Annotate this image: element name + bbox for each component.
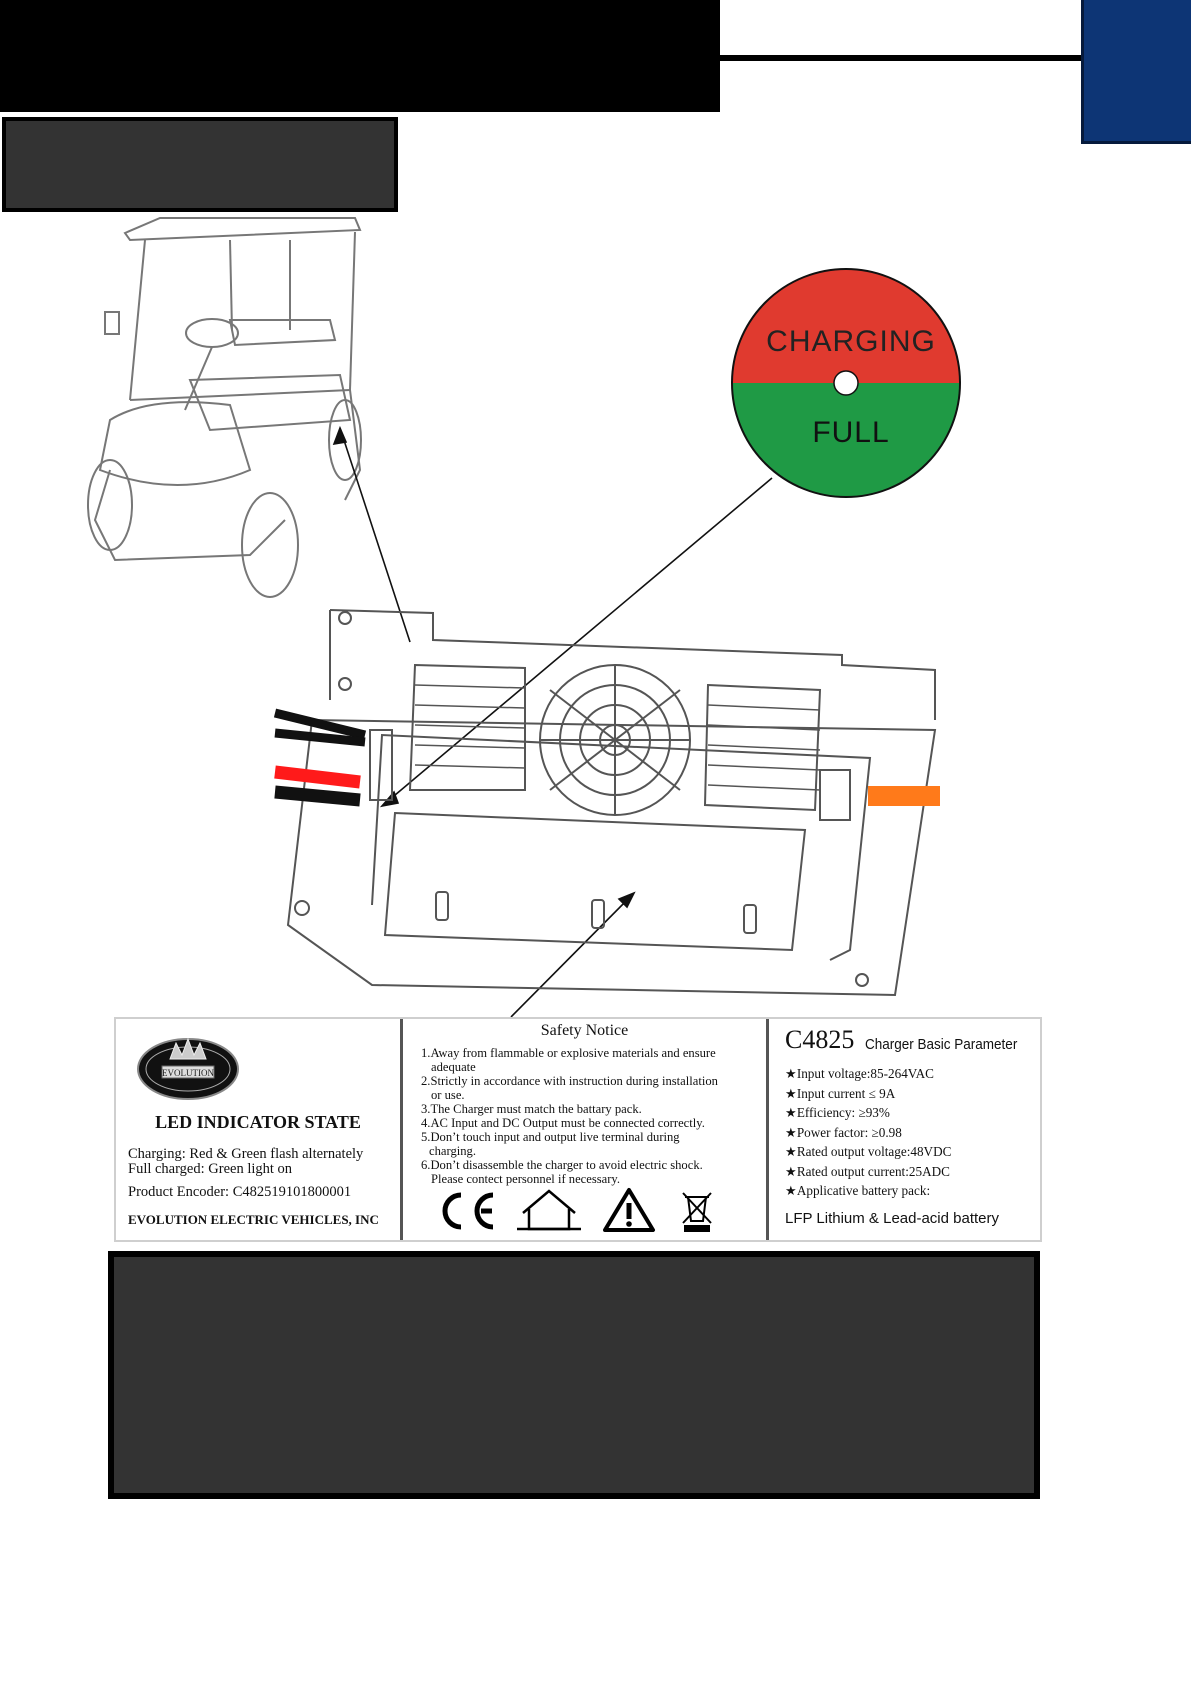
safety-line: adequate — [431, 1060, 476, 1074]
led-full-label: FULL — [812, 416, 889, 449]
header-rule — [720, 55, 1084, 61]
safety-line: 3.The Charger must match the battary pac… — [421, 1102, 642, 1116]
model-subtitle: Charger Basic Parameter — [865, 1036, 1018, 1053]
led-charging-description: Charging: Red & Green flash alternately — [128, 1146, 364, 1162]
notes-block — [108, 1251, 1040, 1499]
safety-line: 6.Don’t disassemble the charger to avoid… — [421, 1158, 703, 1172]
header-bar — [0, 0, 720, 112]
callout-arrows — [332, 425, 773, 1018]
parameter-list: ★Input voltage:85-264VAC ★Input current … — [785, 1064, 951, 1201]
safety-line: 1.Away from flammable or explosive mater… — [421, 1046, 716, 1060]
indoor-use-house-icon — [517, 1189, 581, 1231]
led-full-description: Full charged: Green light on — [128, 1161, 293, 1177]
parameter-item: ★Applicative battery pack: — [785, 1183, 931, 1198]
safety-line: 5.Don’t touch input and output live term… — [421, 1130, 680, 1144]
charger-illustration: CHARGING FULL — [87, 217, 961, 1018]
parameter-item: ★Input current ≤ 9A — [785, 1085, 896, 1101]
weee-crossed-bin-icon — [682, 1192, 712, 1232]
golf-cart-drawing — [87, 217, 362, 598]
led-indicator-graphic: CHARGING FULL — [731, 268, 961, 498]
charger-cables — [273, 708, 940, 807]
safety-line: Please contect personnel if necessary. — [431, 1172, 621, 1186]
section-heading-block — [2, 117, 398, 212]
label-safety-column: Safety Notice 1.Away from flammable or e… — [400, 1019, 766, 1240]
parameter-item: ★Input voltage:85-264VAC — [785, 1066, 934, 1081]
led-charging-label: CHARGING — [766, 325, 936, 358]
svg-text:EVOLUTION: EVOLUTION — [162, 1068, 214, 1078]
charger-unit-drawing — [286, 609, 937, 997]
safety-line: 4.AC Input and DC Output must be connect… — [421, 1116, 705, 1130]
model-number: C4825 — [785, 1025, 855, 1054]
page-corner-tab — [1081, 0, 1191, 144]
parameter-item: ★Rated output voltage:48VDC — [785, 1144, 952, 1159]
certification-symbols — [442, 1188, 712, 1232]
evolution-logo: EVOLUTION — [137, 1037, 239, 1100]
safety-line: charging. — [429, 1144, 476, 1158]
led-indicator-title: LED INDICATOR STATE — [155, 1112, 361, 1132]
parameter-item: ★Rated output current:25ADC — [785, 1163, 950, 1179]
product-encoder: Product Encoder: C482519101800001 — [128, 1184, 352, 1200]
ce-mark-icon — [442, 1192, 494, 1230]
warning-triangle-icon — [603, 1188, 655, 1232]
safety-line: 2.Strictly in accordance with instructio… — [421, 1074, 718, 1088]
company-name: EVOLUTION ELECTRIC VEHICLES, INC — [128, 1212, 379, 1227]
parameter-item: ★Efficiency: ≥93% — [785, 1105, 890, 1120]
parameter-item: ★Power factor: ≥0.98 — [785, 1124, 902, 1140]
label-parameters-column: C4825 Charger Basic Parameter ★Input vol… — [766, 1019, 1040, 1240]
product-label: EVOLUTION LED INDICATOR STATE Charging: … — [114, 1017, 1042, 1242]
safety-line: or use. — [431, 1088, 465, 1102]
safety-notice-list: 1.Away from flammable or explosive mater… — [421, 1046, 761, 1186]
label-led-column: EVOLUTION LED INDICATOR STATE Charging: … — [116, 1019, 400, 1240]
battery-types: LFP Lithium & Lead-acid battery — [785, 1210, 1000, 1227]
safety-notice-title: Safety Notice — [540, 1022, 629, 1039]
